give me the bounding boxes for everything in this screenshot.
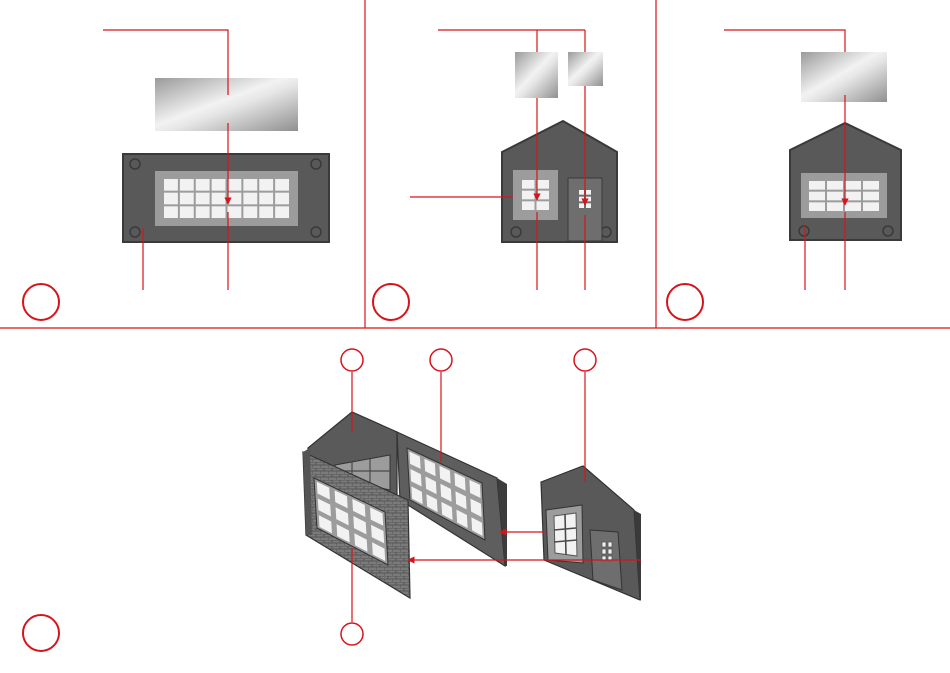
glazing-sheet-icon [515,52,558,98]
panel-bottom [23,349,641,651]
window-pane [275,206,289,218]
window-pane [809,202,825,211]
window-pane [863,192,879,201]
glazing-sheet-icon [801,52,887,102]
window-pane [827,192,843,201]
part-marker-icon [341,349,363,371]
panel-top-right [667,30,901,320]
window-pane [827,202,843,211]
step-circle-icon [373,284,409,320]
window-pane [275,179,289,191]
window-pane [845,181,861,190]
window-pane [180,206,194,218]
window-pane [196,193,210,205]
glazing-sheet-icon [155,78,298,131]
window-pane [522,180,535,189]
window-pane [579,203,584,208]
window-pane [164,206,178,218]
window-pane [522,201,535,210]
window-pane [228,179,242,191]
window-pane [228,193,242,205]
step-circle-icon [23,284,59,320]
window-pane [212,206,226,218]
window-pane [243,193,257,205]
window-pane [809,192,825,201]
long-wall-panel [123,154,329,242]
window-pane [586,190,591,195]
window-pane [259,193,273,205]
step-circle-icon [667,284,703,320]
part-marker-icon [341,623,363,645]
window-pane [196,206,210,218]
window-pane [259,179,273,191]
gable-wall-with-door [502,121,617,242]
window-pane [845,202,861,211]
panel-top-left [23,30,329,320]
window-pane [275,193,289,205]
window-pane [809,181,825,190]
window-pane [243,179,257,191]
window-pane [537,180,550,189]
part-marker-icon [574,349,596,371]
window-pane [196,179,210,191]
window-pane [212,193,226,205]
window-pane [586,197,591,202]
window-pane [180,193,194,205]
window-pane [537,191,550,200]
window-pane [579,190,584,195]
window-pane [259,206,273,218]
window-pane [243,206,257,218]
window-pane [863,202,879,211]
window-pane [522,191,535,200]
window-pane [579,197,584,202]
window-pane [164,193,178,205]
window-pane [845,192,861,201]
window-pane [228,206,242,218]
part-marker-icon [430,349,452,371]
window-pane [863,181,879,190]
step-circle-icon [23,615,59,651]
window-pane [212,179,226,191]
window-pane [827,181,843,190]
window-pane [586,203,591,208]
window-pane [537,201,550,210]
window-pane [180,179,194,191]
window-pane [164,179,178,191]
panel-top-middle [373,30,617,320]
glazing-sheet-icon [568,52,603,86]
